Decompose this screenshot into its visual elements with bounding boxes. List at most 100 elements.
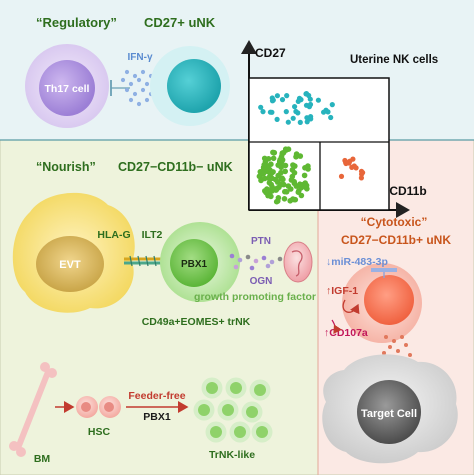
trnk-like-label: TrNK-like <box>209 449 255 461</box>
cluster-dot <box>297 119 303 125</box>
pbx1-label: PBX1 <box>181 259 208 270</box>
trnk-like-nucleus <box>222 404 234 416</box>
ifn-particle <box>128 81 134 87</box>
trnk-like-nucleus <box>254 384 266 396</box>
cluster-dot <box>291 178 298 185</box>
trnk-like-nucleus <box>198 404 210 416</box>
cluster-dot <box>285 119 291 125</box>
trnk-like-nucleus <box>230 382 242 394</box>
ifn-particle <box>132 73 138 79</box>
growth-particle <box>229 253 235 259</box>
cluster-dot <box>353 165 359 171</box>
cluster-dot <box>292 104 298 110</box>
granule <box>384 335 388 339</box>
bm-label: BM <box>34 453 51 465</box>
growth-particle <box>269 259 275 265</box>
pbx1-arrow-label: PBX1 <box>143 411 171 423</box>
cluster-dot <box>293 108 299 115</box>
mir-483-label: ↓miR-483-3p <box>326 256 388 268</box>
flow-cytometry-plot: CD27 CD11b Uterine NK cells <box>241 40 438 218</box>
granule <box>404 343 408 347</box>
cluster-dot <box>274 93 280 99</box>
cluster-dot <box>263 189 269 196</box>
regulatory-title: “Regulatory” <box>36 15 117 30</box>
cd107a-arrow <box>331 319 342 334</box>
cluster-dot <box>329 102 335 108</box>
granule <box>382 351 386 355</box>
cluster-dot <box>328 114 334 121</box>
cytotoxic-unk-cell <box>342 263 422 343</box>
granule <box>408 353 412 357</box>
cluster-dot <box>302 184 308 190</box>
th17-label: Th17 cell <box>45 83 90 95</box>
ifn-particle <box>120 77 126 83</box>
growth-particle <box>237 257 243 263</box>
cluster-dot <box>282 188 288 195</box>
ifn-particle <box>124 87 130 93</box>
growth-particle <box>245 254 251 260</box>
cluster-dot <box>349 164 355 170</box>
cluster-dot <box>265 156 272 162</box>
cluster-dot <box>358 175 364 181</box>
cluster-dot <box>290 162 296 168</box>
cd107a-label: ↑CD107a <box>324 327 368 339</box>
ifn-particle <box>132 91 138 97</box>
trnk-like-nucleus <box>210 426 222 438</box>
cluster-dot <box>274 116 280 122</box>
growth-particle <box>261 255 267 261</box>
growth-factor-label: growth promoting factor <box>194 291 316 303</box>
target-cell-label: Target Cell <box>361 408 417 420</box>
cd11b-positive-cluster <box>338 156 366 181</box>
cluster-dot <box>285 146 292 152</box>
hsc-cells <box>76 396 121 418</box>
cluster-dot <box>288 186 294 192</box>
cluster-dot <box>269 109 275 115</box>
ifn-particle <box>140 69 146 75</box>
evt-label: EVT <box>59 259 81 271</box>
growth-particle <box>253 258 259 264</box>
cytotoxic-granules <box>382 335 412 357</box>
cytotoxic-subtitle: CD27−CD11b+ uNK <box>341 233 451 247</box>
trnk-like-nucleus <box>234 426 246 438</box>
ptn-label: PTN <box>251 236 271 247</box>
ifn-particle <box>124 69 130 75</box>
cluster-dot <box>270 155 277 162</box>
trnk-like-nucleus <box>246 406 258 418</box>
cluster-dot <box>284 93 290 99</box>
ifn-particle <box>140 87 146 93</box>
cluster-dot <box>338 173 345 179</box>
igf-loop-arrow <box>342 299 360 315</box>
cluster-dot <box>281 196 288 202</box>
cluster-dot <box>303 91 310 97</box>
ifn-particle <box>144 97 150 103</box>
hla-g-label: HLA-G <box>97 229 130 241</box>
cluster-dot <box>266 179 273 186</box>
mirna-inhibition <box>371 268 397 278</box>
nourish-title: “Nourish” <box>36 160 96 174</box>
granule <box>396 349 400 353</box>
cluster-dot <box>304 119 310 125</box>
growth-particle <box>277 256 283 262</box>
cluster-dot <box>343 160 349 167</box>
uterine-nk-title: Uterine NK cells <box>350 54 438 66</box>
fetus-icon <box>283 241 313 283</box>
cluster-dot <box>282 168 289 175</box>
ifn-gamma-label: IFN-γ <box>128 52 153 63</box>
cluster-dot <box>302 180 309 186</box>
cd27-unk-cell <box>150 46 230 126</box>
cd11b-axis-label: CD11b <box>389 184 426 198</box>
granule <box>388 345 392 349</box>
cluster-dot <box>260 109 266 115</box>
cluster-dot <box>279 175 285 181</box>
cluster-dot <box>297 153 304 159</box>
cluster-dot <box>302 165 308 171</box>
cytotoxic-title: “Cytotoxic” <box>361 215 428 229</box>
regulatory-subtitle: CD27+ uNK <box>144 15 216 30</box>
growth-particle <box>249 265 255 271</box>
growth-factor-particles <box>229 253 283 271</box>
cluster-dot <box>290 115 296 121</box>
cluster-dot <box>270 97 276 103</box>
granule <box>392 339 396 343</box>
